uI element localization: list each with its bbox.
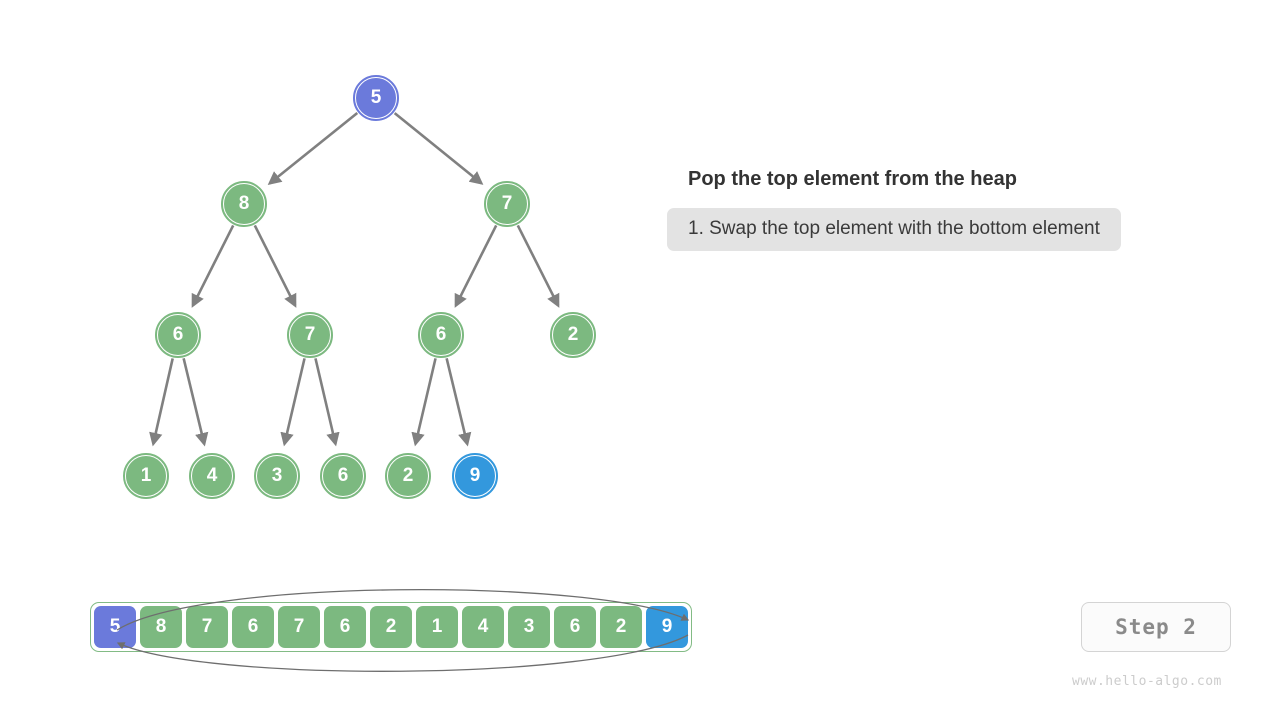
step-item: 1. Swap the top element with the bottom …	[667, 208, 1121, 251]
array-cell-2[interactable]: 7	[186, 606, 228, 648]
tree-node-value: 5	[370, 87, 382, 108]
page-title: Pop the top element from the heap	[688, 168, 1017, 190]
tree-node-value: 3	[271, 465, 283, 486]
tree-node-value: 6	[172, 324, 184, 345]
tree-node-value: 7	[304, 324, 316, 345]
tree-node-n8[interactable]: 4	[189, 453, 235, 499]
array-cell-value: 7	[293, 616, 305, 637]
tree-node-n2[interactable]: 7	[484, 181, 530, 227]
array-cell-value: 4	[477, 616, 489, 637]
array-cell-0[interactable]: 5	[94, 606, 136, 648]
tree-node-n1[interactable]: 8	[221, 181, 267, 227]
tree-edge-n1-n4	[253, 224, 297, 308]
tree-node-value: 4	[206, 465, 218, 486]
tree-node-n4[interactable]: 7	[287, 312, 333, 358]
tree-node-n11[interactable]: 2	[385, 453, 431, 499]
tree-node-n7[interactable]: 1	[123, 453, 169, 499]
array-cell-value: 1	[431, 616, 443, 637]
array-cells: 5 8 7 6 7 6 2 1 4 3 6 2 9	[90, 602, 692, 652]
step-item-label: 1. Swap the top element with the bottom …	[667, 208, 1121, 251]
tree-node-n5[interactable]: 6	[418, 312, 464, 358]
array-cell-1[interactable]: 8	[140, 606, 182, 648]
array-cell-value: 9	[661, 616, 673, 637]
watermark: www.hello-algo.com	[1072, 674, 1222, 689]
tree-node-value: 1	[140, 465, 152, 486]
array-cell-8[interactable]: 4	[462, 606, 504, 648]
tree-node-value: 9	[469, 465, 481, 486]
tree-node-value: 2	[567, 324, 579, 345]
tree-edge-n0-n1	[267, 112, 359, 185]
tree-node-n3[interactable]: 6	[155, 312, 201, 358]
tree-edge-n3-n8	[182, 358, 209, 447]
array-cell-4[interactable]: 7	[278, 606, 320, 648]
instruction-panel: Pop the top element from the heap 1. Swa…	[667, 166, 1248, 251]
tree-edge-n2-n6	[516, 224, 560, 308]
tree-node-value: 6	[337, 465, 349, 486]
tree-edge-n5-n12	[445, 358, 472, 447]
array-cell-value: 2	[615, 616, 627, 637]
steps-list: 1. Swap the top element with the bottom …	[667, 208, 1121, 251]
array-cell-value: 6	[569, 616, 581, 637]
tree-node-n9[interactable]: 3	[254, 453, 300, 499]
array-cell-value: 2	[385, 616, 397, 637]
array-cell-11[interactable]: 2	[600, 606, 642, 648]
tree-node-n10[interactable]: 6	[320, 453, 366, 499]
tree-node-value: 7	[501, 193, 513, 214]
array-cell-value: 8	[155, 616, 167, 637]
array-cell-value: 6	[247, 616, 259, 637]
tree-edge-n3-n7	[149, 358, 174, 447]
array-cell-10[interactable]: 6	[554, 606, 596, 648]
tree-edge-n5-n11	[411, 358, 437, 447]
array-cell-value: 7	[201, 616, 213, 637]
tree-node-value: 6	[435, 324, 447, 345]
array-cell-value: 3	[523, 616, 535, 637]
tree-edge-n4-n10	[314, 358, 340, 447]
array-cell-12[interactable]: 9	[646, 606, 688, 648]
tree-node-value: 8	[238, 193, 250, 214]
tree-node-value: 2	[402, 465, 414, 486]
tree-edge-n4-n9	[280, 358, 306, 447]
step-badge: Step 2	[1081, 602, 1231, 652]
tree-edge-n2-n5	[454, 224, 498, 308]
array-cell-6[interactable]: 2	[370, 606, 412, 648]
array-cell-3[interactable]: 6	[232, 606, 274, 648]
tree-edge-n0-n2	[393, 112, 484, 185]
array-cell-5[interactable]: 6	[324, 606, 366, 648]
array-cell-value: 5	[109, 616, 121, 637]
array-cell-7[interactable]: 1	[416, 606, 458, 648]
array-cell-value: 6	[339, 616, 351, 637]
array-cell-9[interactable]: 3	[508, 606, 550, 648]
tree-node-n12[interactable]: 9	[452, 453, 498, 499]
tree-edge-n1-n3	[191, 224, 235, 308]
tree-node-n6[interactable]: 2	[550, 312, 596, 358]
tree-node-n0[interactable]: 5	[353, 75, 399, 121]
array-container: 5 8 7 6 7 6 2 1 4 3 6 2 9	[90, 602, 692, 652]
